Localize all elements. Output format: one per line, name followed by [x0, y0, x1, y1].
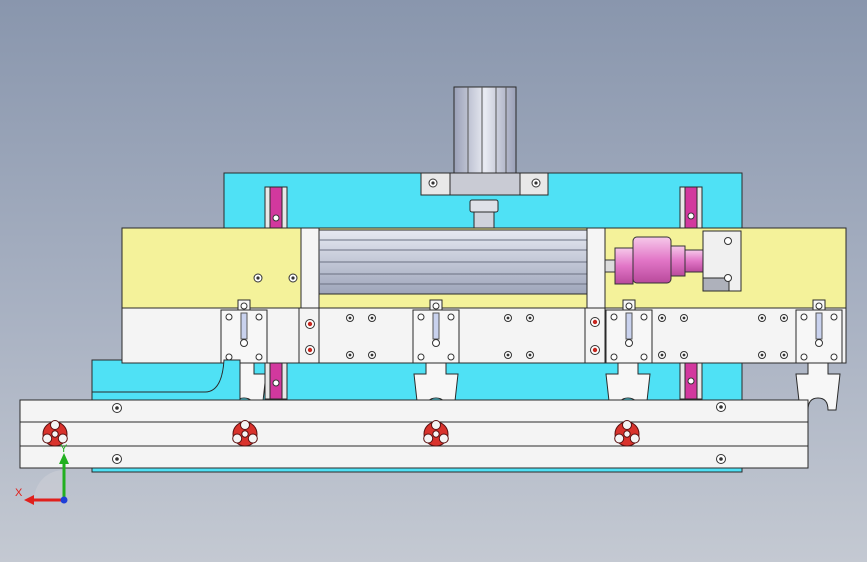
adjust-block[interactable]	[412, 299, 460, 364]
adjust-block[interactable]	[795, 299, 843, 364]
slide-plate-screw-icon	[346, 314, 788, 359]
tri-lobe-knob-icon[interactable]	[614, 420, 640, 447]
adjust-block[interactable]	[220, 299, 268, 364]
hydraulic-buffer[interactable]	[604, 236, 706, 285]
motor-body[interactable]	[453, 86, 517, 180]
y-axis-label: Y	[60, 443, 68, 455]
x-axis-label: X	[15, 487, 23, 499]
linear-rail-right-lower	[679, 362, 703, 400]
shaft-nut-icon	[469, 199, 499, 229]
pneumatic-cylinder[interactable]	[300, 227, 606, 309]
triad-quarter-disc	[34, 470, 64, 500]
tri-lobe-knob-icon[interactable]	[42, 420, 68, 447]
cyan-corner-fillet	[91, 359, 241, 401]
adjust-block[interactable]	[605, 299, 653, 364]
buffer-bracket	[702, 230, 742, 292]
z-axis-dot-icon	[60, 496, 68, 504]
tri-lobe-knob-icon[interactable]	[423, 420, 449, 447]
bottom-rail-middle[interactable]	[19, 421, 809, 447]
coordinate-triad: X Y	[15, 443, 69, 505]
linear-rail-right-upper	[679, 186, 703, 230]
bottom-rail-bottom[interactable]	[19, 445, 809, 469]
red-dowel-icon	[305, 317, 600, 355]
tri-lobe-knob-icon[interactable]	[232, 420, 258, 447]
linear-rail-left-upper	[264, 186, 288, 230]
bracket-screw-icon	[428, 178, 541, 188]
linear-rail-left-lower	[264, 362, 288, 400]
bottom-rail-top[interactable]	[19, 399, 809, 423]
bottom-rail-screw-icon	[112, 402, 726, 464]
